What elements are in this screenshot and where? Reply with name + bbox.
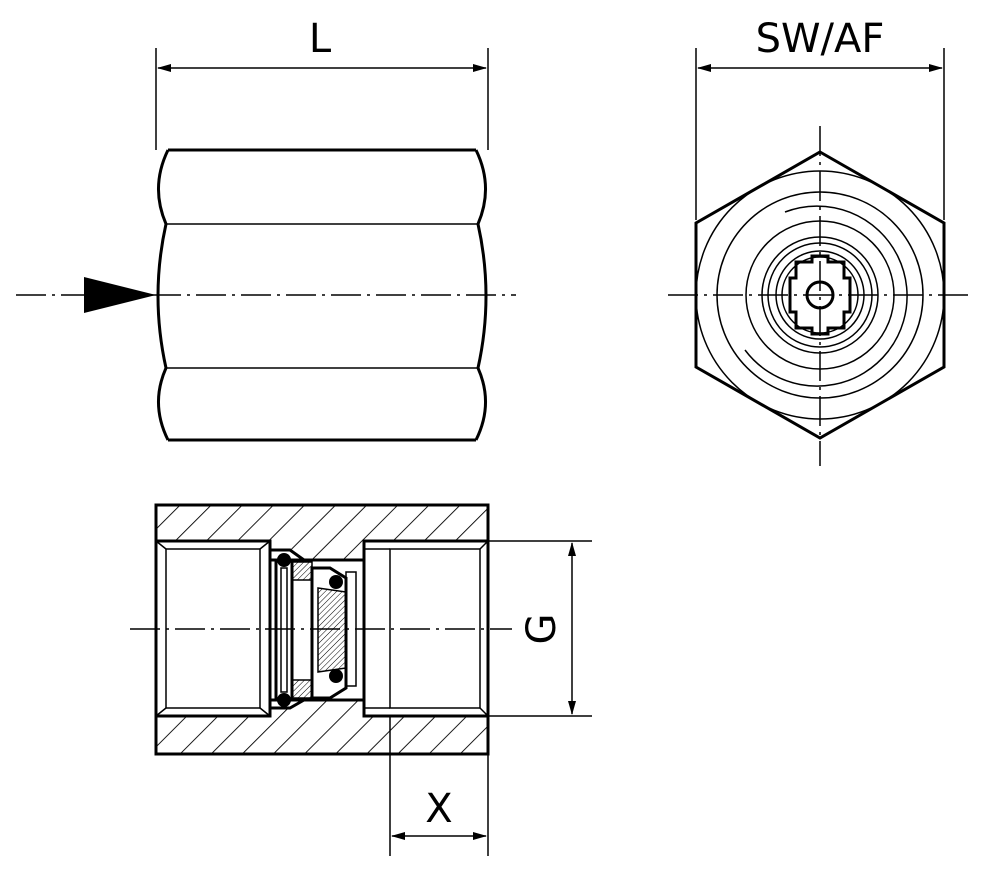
flow-direction-arrow — [84, 277, 156, 313]
side-view: L — [16, 16, 516, 442]
thread-depth-label: X — [425, 786, 452, 832]
valve-insert-section — [274, 553, 357, 707]
section-view: G X — [130, 503, 592, 856]
o-ring-top — [277, 553, 291, 567]
length-label: L — [309, 16, 332, 62]
hexagon-outline — [694, 150, 946, 440]
hex-body — [156, 148, 488, 442]
across-flats-label: SW/AF — [756, 16, 885, 62]
thread-label: G — [519, 614, 565, 645]
o-ring-bottom — [277, 693, 291, 707]
front-view: SW/AF — [668, 16, 972, 466]
hatched-wall-top — [154, 503, 490, 562]
